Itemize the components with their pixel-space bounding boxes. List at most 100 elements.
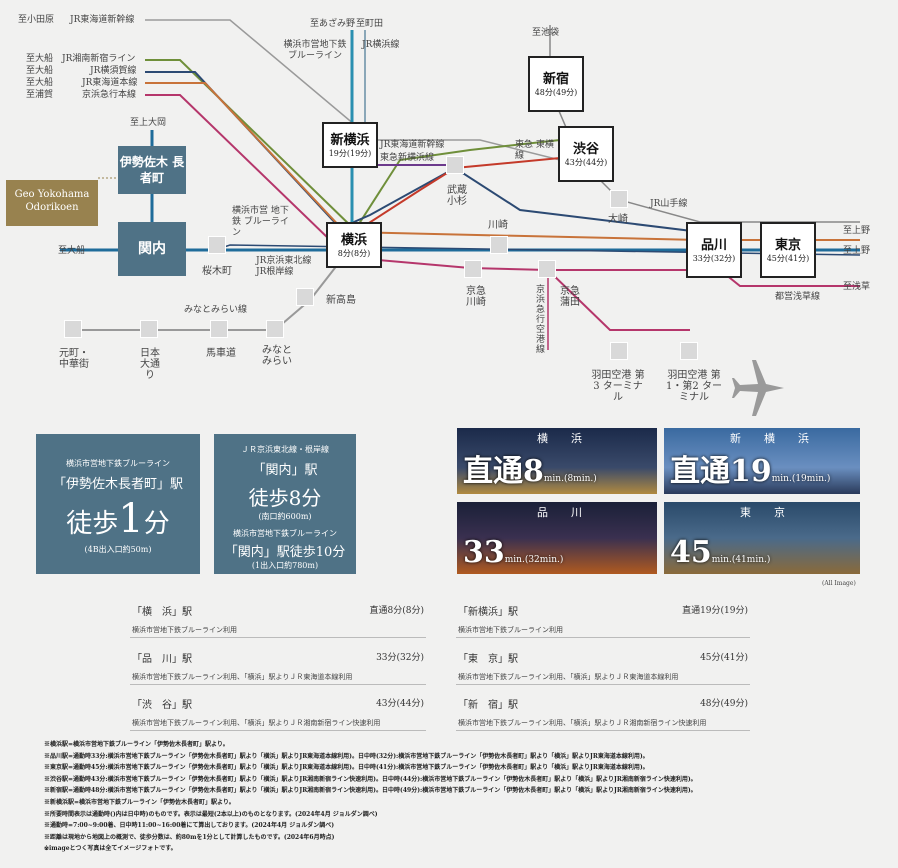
footnote: ※所要時間表示は通勤時()内は日中時)のものです。表示は最短(2本以上)のものと…	[44, 810, 378, 818]
footnote: ※横浜駅=横浜市営地下鉄ブルーライン「伊勢佐木長者町」駅より。	[44, 741, 229, 748]
station-shintakashima-label: 新高島	[326, 295, 356, 306]
card-note: (4B出入口約50m)	[84, 545, 152, 554]
station-yokohama[interactable]: 横浜 8分(8分)	[326, 222, 382, 268]
row-station: 「横 浜」駅	[132, 607, 192, 618]
line-minatomirai	[70, 254, 346, 331]
station-kawasaki-marker[interactable]	[490, 236, 508, 254]
row-route: 横浜市営地下鉄ブルーライン利用、「横浜」駅よりＪＲ湘南新宿ライン快速利用	[132, 719, 381, 727]
station-bashamichi-marker[interactable]	[210, 320, 228, 338]
line-label-shinkansen-top: JR東海道新幹線	[70, 15, 135, 25]
line-label-blueline: 横浜市営地下鉄 ブルーライン	[283, 40, 347, 61]
line-label-keihin-negishi: JR京浜東北線 JR根岸線	[256, 256, 312, 277]
table-row: 「新横浜」駅 直通19分(19分) 横浜市営地下鉄ブルーライン利用	[456, 603, 750, 638]
card-note: (南口約600m)	[258, 512, 312, 521]
station-osaki-marker[interactable]	[610, 190, 628, 208]
line-label-minatomirai: みなとみらい線	[184, 305, 248, 315]
station-name: 新横浜	[330, 133, 370, 148]
station-name: 渋谷	[572, 142, 599, 157]
row-station: 「新横浜」駅	[458, 607, 518, 618]
station-keikyukawasaki-label: 京急 川崎	[466, 286, 486, 308]
station-haneda12-label: 羽田空港 第1・第2 ターミナル	[666, 370, 722, 403]
line-label-jr-yokohama: JR横浜線	[362, 40, 400, 50]
station-haneda3-label: 羽田空港 第3 ターミナル	[591, 370, 645, 403]
station-osaki-label: 大崎	[608, 214, 628, 225]
dest-asakusa: 至浅草	[843, 282, 871, 292]
line-label-tokaido: JR東海道本線	[82, 78, 138, 88]
line-keikyu	[145, 94, 690, 331]
row-time: 43分(44分)	[376, 699, 424, 709]
station-haneda3-marker[interactable]	[610, 342, 628, 360]
photo-time: 直通8min.(8min.)	[463, 454, 597, 489]
line-toyoko	[354, 157, 561, 233]
access-card-isezaki: 横浜市営地下鉄ブルーライン 「伊勢佐木長者町」駅 徒歩1分 (4B出入口約50m…	[36, 434, 200, 574]
line-shonan	[145, 59, 561, 232]
station-sakuragicho-label: 桜木町	[202, 266, 232, 277]
station-keikyukamata-marker[interactable]	[538, 260, 556, 278]
card-station: 「関内」駅	[252, 463, 318, 478]
station-sakuragicho-marker[interactable]	[208, 236, 226, 254]
line-label-asakusa: 都営浅草線	[775, 292, 821, 302]
station-time: 43分(44分)	[564, 158, 608, 167]
station-minatomirai-marker[interactable]	[266, 320, 284, 338]
footnote: ※通勤時=7:00~9:00着、日中時11:00~16:00着にて算出しておりま…	[44, 822, 335, 830]
card-walk: 徒歩1分	[66, 496, 170, 542]
dest-oofuna-west: 至大船	[58, 246, 86, 256]
table-row: 「渋 谷」駅 43分(44分) 横浜市営地下鉄ブルーライン利用、「横浜」駅よりＪ…	[130, 696, 426, 731]
row-route: 横浜市営地下鉄ブルーライン利用、「横浜」駅よりＪＲ東海道本線利用	[458, 673, 679, 681]
station-keikyukawasaki-marker[interactable]	[464, 260, 482, 278]
station-shinjuku[interactable]: 新宿 48分(49分)	[528, 56, 584, 112]
row-route: 横浜市営地下鉄ブルーライン利用、「横浜」駅よりＪＲ湘南新宿ライン快速利用	[458, 719, 707, 727]
station-haneda12-marker[interactable]	[680, 342, 698, 360]
card-walk: 徒歩8分	[248, 486, 322, 510]
station-shinagawa[interactable]: 品川 33分(32分)	[686, 222, 742, 278]
card-line: ＪＲ京浜東北線・根岸線	[241, 445, 329, 454]
footnote: ※距離は現地から地図上の概測で、徒歩分数は、約80mを1分として計算したものです…	[44, 833, 335, 841]
station-time: 33分(32分)	[692, 254, 736, 263]
access-card-kannai: ＪＲ京浜東北線・根岸線 「関内」駅 徒歩8分 (南口約600m) 横浜市営地下鉄…	[214, 434, 356, 574]
photo-shinyokohama: 新 横 浜 直通19min.(19min.)	[664, 428, 860, 494]
station-shintakashima-marker[interactable]	[296, 288, 314, 306]
line-label-subway-blue: 横浜市営 地下鉄 ブルーライン	[232, 206, 289, 238]
station-shibuya[interactable]: 渋谷 43分(44分)	[558, 126, 614, 182]
station-tokyo[interactable]: 東京 45分(41分)	[760, 222, 816, 278]
line-asakusa	[548, 269, 860, 287]
station-motomachi-marker[interactable]	[64, 320, 82, 338]
footnotes: ※横浜駅=横浜市営地下鉄ブルーライン「伊勢佐木長者町」駅より。 ※品川駅=通勤時…	[44, 739, 884, 855]
station-name: 横浜	[340, 233, 367, 248]
table-row: 「横 浜」駅 直通8分(8分) 横浜市営地下鉄ブルーライン利用	[130, 603, 426, 638]
row-time: 45分(41分)	[700, 653, 748, 663]
card-line-2: 横浜市営地下鉄ブルーライン	[233, 529, 337, 538]
station-time: 45分(41分)	[766, 254, 810, 263]
photo-time: 45min.(41min.)	[670, 535, 771, 570]
row-station: 「東 京」駅	[458, 654, 518, 665]
station-keikyukamata-label: 京急 蒲田	[560, 286, 580, 308]
line-label-shonan: JR湘南新宿ライン	[62, 54, 136, 64]
photo-shinagawa: 品 川 33min.(32min.)	[457, 502, 657, 574]
card-note-2: (1出入口約780m)	[251, 561, 319, 570]
station-musashikosugi-marker[interactable]	[446, 156, 464, 174]
footnote: ※新横浜駅=横浜市営地下鉄ブルーライン「伊勢佐木長者町」駅より。	[44, 798, 235, 806]
station-nihonodori-label: 日本 大通り	[140, 348, 160, 381]
station-motomachi-label: 元町・ 中華街	[59, 348, 89, 370]
dest-machida: 至町田	[356, 19, 384, 29]
dest-kamiooka: 至上大岡	[130, 118, 167, 128]
station-time: 48分(49分)	[534, 88, 578, 97]
photo-time: 直通19min.(19min.)	[670, 454, 831, 489]
row-time: 33分(32分)	[376, 653, 424, 663]
station-nihonodori-marker[interactable]	[140, 320, 158, 338]
dest-ueno-1: 至上野	[843, 226, 871, 236]
photo-name: 横 浜	[537, 432, 588, 445]
photo-time: 33min.(32min.)	[463, 535, 564, 570]
station-isezakichojamachi[interactable]: 伊勢佐木 長者町	[118, 146, 186, 194]
dest-odawara: 至小田原	[18, 15, 55, 25]
line-label-shinkansen-mid: JR東海道新幹線	[380, 140, 445, 150]
line-label-toyoko-shin: 東急新横浜線	[380, 153, 435, 163]
dest-oofuna-2: 至大船	[26, 66, 54, 76]
station-shinyokohama[interactable]: 新横浜 19分(19分)	[322, 122, 378, 168]
station-name: 新宿	[542, 72, 569, 87]
station-time: 19分(19分)	[328, 149, 372, 158]
photo-name: 品 川	[537, 506, 588, 519]
table-row: 「新 宿」駅 48分(49分) 横浜市営地下鉄ブルーライン利用、「横浜」駅よりＪ…	[456, 696, 750, 731]
photo-yokohama: 横 浜 直通8min.(8min.)	[457, 428, 657, 494]
station-kannai[interactable]: 関内	[118, 222, 186, 276]
